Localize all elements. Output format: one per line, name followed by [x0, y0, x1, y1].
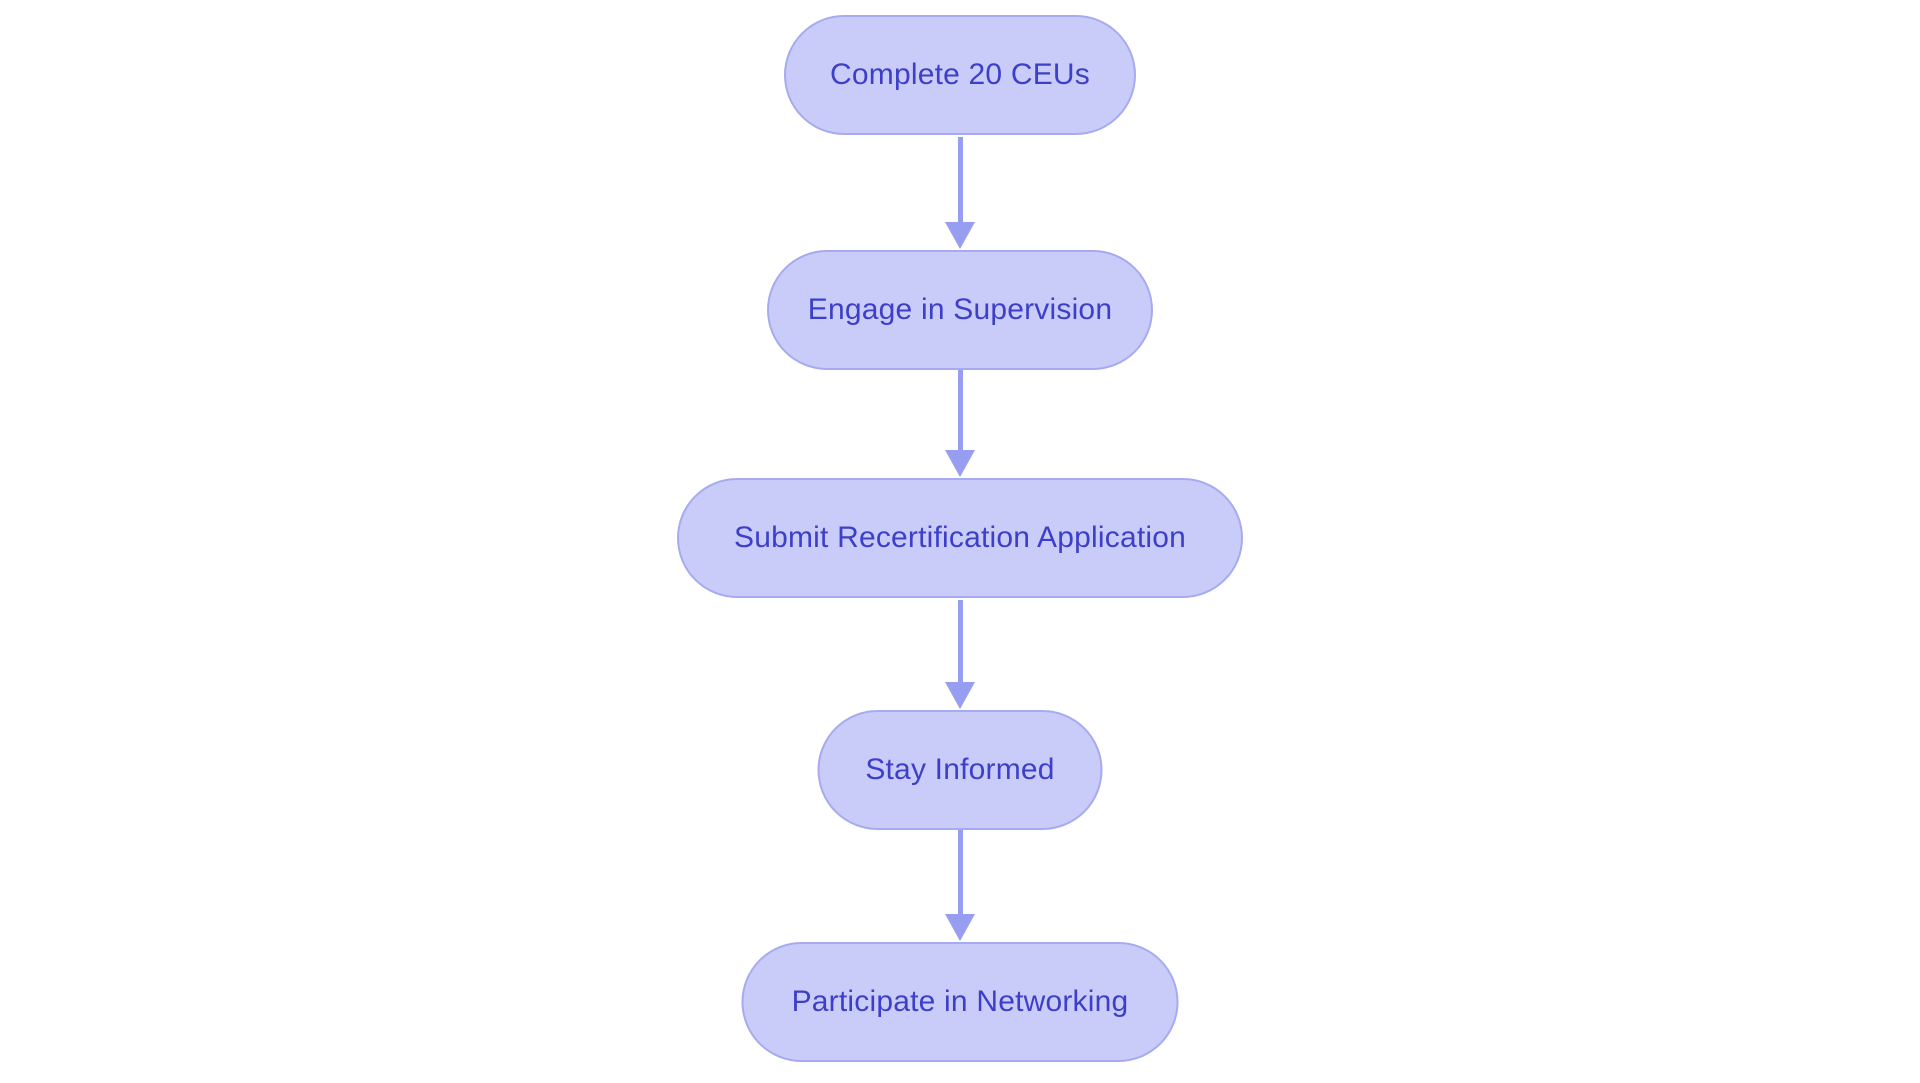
node-label: Complete 20 CEUs	[830, 58, 1090, 91]
arrow-connector-2	[945, 370, 975, 477]
node-label: Participate in Networking	[791, 985, 1129, 1018]
arrow-line	[957, 600, 963, 682]
node-label: Stay Informed	[865, 753, 1055, 786]
arrow-head-icon	[945, 914, 975, 941]
arrow-connector-3	[945, 600, 975, 709]
arrow-connector-1	[945, 137, 975, 249]
arrow-line	[957, 137, 963, 222]
arrow-line	[957, 370, 963, 450]
flowchart-node-participate-in-networking: Participate in Networking	[741, 942, 1179, 1062]
node-label: Submit Recertification Application	[733, 521, 1187, 554]
flowchart-node-submit-recertification-application: Submit Recertification Application	[677, 478, 1243, 598]
arrow-head-icon	[945, 222, 975, 249]
node-label: Engage in Supervision	[807, 293, 1113, 326]
arrow-connector-4	[945, 830, 975, 941]
arrow-head-icon	[945, 682, 975, 709]
flowchart-node-complete-20-ceus: Complete 20 CEUs	[784, 15, 1136, 135]
flowchart-node-engage-in-supervision: Engage in Supervision	[767, 250, 1153, 370]
arrow-line	[957, 830, 963, 914]
arrow-head-icon	[945, 450, 975, 477]
flowchart-node-stay-informed: Stay Informed	[817, 710, 1103, 830]
